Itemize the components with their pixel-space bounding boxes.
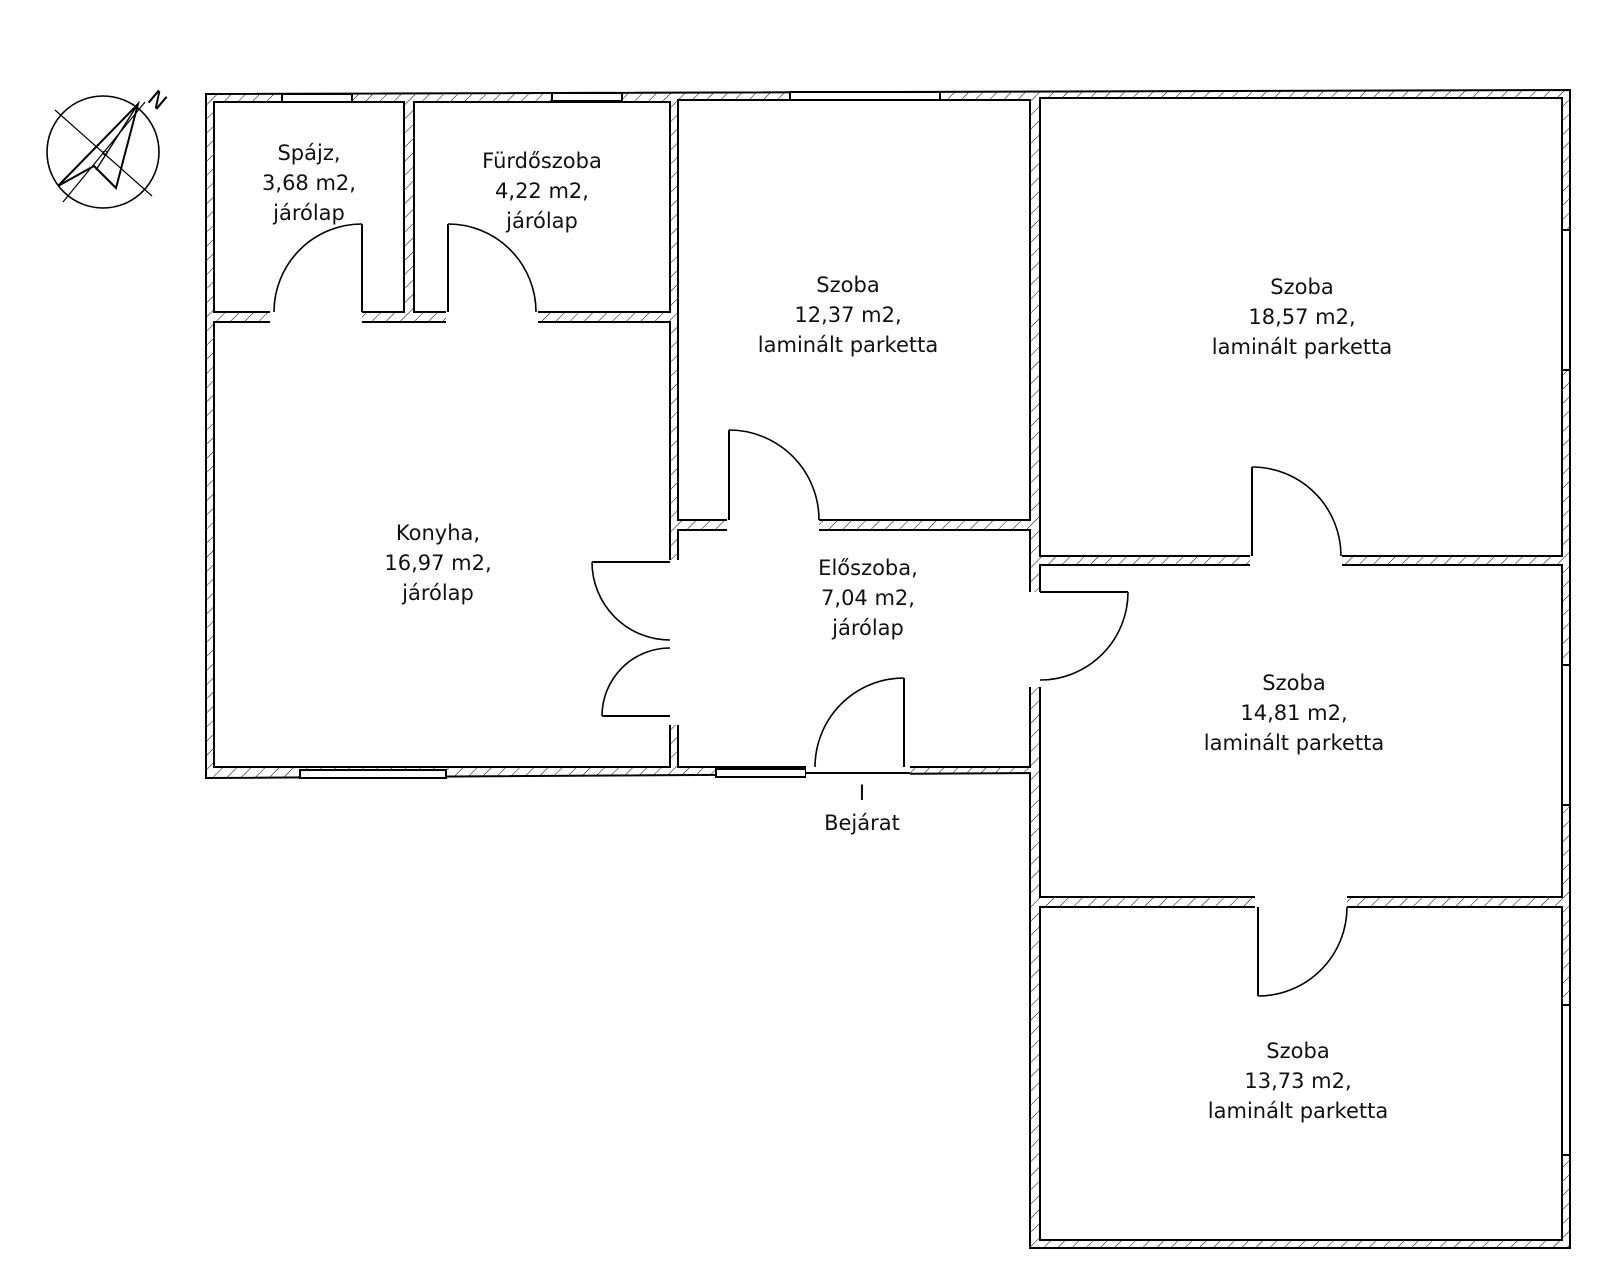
room-label-line: Spájz,	[277, 141, 340, 165]
room-szoba-1-area	[677, 99, 1031, 521]
room-label-line: Szoba	[1266, 1039, 1329, 1063]
room-labels: Spájz, 3,68 m2, járólap Fürdőszoba 4,22 m2, j…	[262, 141, 1392, 1123]
door-szoba-1	[728, 429, 820, 521]
room-konyha-area	[213, 321, 671, 768]
room-label-furdoszoba: Fürdőszoba 4,22 m2, járólap	[482, 149, 602, 233]
room-szoba-2-area	[1039, 97, 1563, 557]
room-label-line: 7,04 m2,	[821, 586, 915, 610]
door-konyha-lower	[601, 647, 671, 717]
door-gaps	[270, 310, 1347, 909]
room-label-line: laminált parketta	[1208, 1099, 1388, 1123]
north-arrow-icon	[46, 95, 160, 209]
room-furdoszoba-area	[413, 101, 671, 313]
room-label-line: laminált parketta	[1204, 731, 1384, 755]
room-label-line: Szoba	[816, 273, 879, 297]
room-label-szoba-4: Szoba 13,73 m2, laminált parketta	[1208, 1039, 1388, 1123]
door-spajz	[273, 223, 363, 313]
room-label-line: Előszoba,	[818, 556, 918, 580]
room-label-line: 18,57 m2,	[1248, 305, 1355, 329]
room-label-spajz: Spájz, 3,68 m2, járólap	[262, 141, 356, 225]
room-label-line: járólap	[401, 581, 474, 605]
room-label-line: 16,97 m2,	[384, 551, 491, 575]
room-label-line: 4,22 m2,	[495, 179, 589, 203]
room-szoba-4-area	[1039, 906, 1563, 1241]
room-label-line: járólap	[505, 209, 578, 233]
entrance-label: Bejárat	[824, 811, 900, 835]
room-szoba-3-area	[1039, 564, 1563, 898]
room-label-konyha: Konyha, 16,97 m2, járólap	[384, 521, 491, 605]
room-label-line: járólap	[272, 201, 345, 225]
room-label-line: laminált parketta	[758, 333, 938, 357]
room-spajz-area	[213, 101, 405, 313]
room-label-eloszoba: Előszoba, 7,04 m2, járólap	[818, 556, 918, 640]
door-szoba-3	[1039, 591, 1129, 681]
room-label-line: 12,37 m2,	[794, 303, 901, 327]
room-label-szoba-3: Szoba 14,81 m2, laminált parketta	[1204, 671, 1384, 755]
door-szoba-4	[1257, 906, 1348, 997]
room-label-line: 14,81 m2,	[1240, 701, 1347, 725]
door-szoba-2	[1251, 466, 1342, 557]
room-label-line: laminált parketta	[1212, 335, 1392, 359]
door-konyha-upper	[591, 561, 671, 641]
room-label-line: Fürdőszoba	[482, 149, 602, 173]
room-label-szoba-2: Szoba 18,57 m2, laminált parketta	[1212, 275, 1392, 359]
room-label-line: járólap	[831, 616, 904, 640]
compass-north-letter: N	[142, 86, 171, 116]
door-furdoszoba	[447, 223, 537, 313]
room-label-szoba-1: Szoba 12,37 m2, laminált parketta	[758, 273, 938, 357]
room-label-line: 13,73 m2,	[1244, 1069, 1351, 1093]
entrance-marker: I	[859, 781, 865, 805]
room-label-line: Szoba	[1270, 275, 1333, 299]
room-label-line: Szoba	[1262, 671, 1325, 695]
room-label-line: 3,68 m2,	[262, 171, 356, 195]
window-marks	[281, 91, 1571, 1156]
room-label-line: Konyha,	[396, 521, 480, 545]
door-eloszoba-entrance	[814, 677, 905, 768]
